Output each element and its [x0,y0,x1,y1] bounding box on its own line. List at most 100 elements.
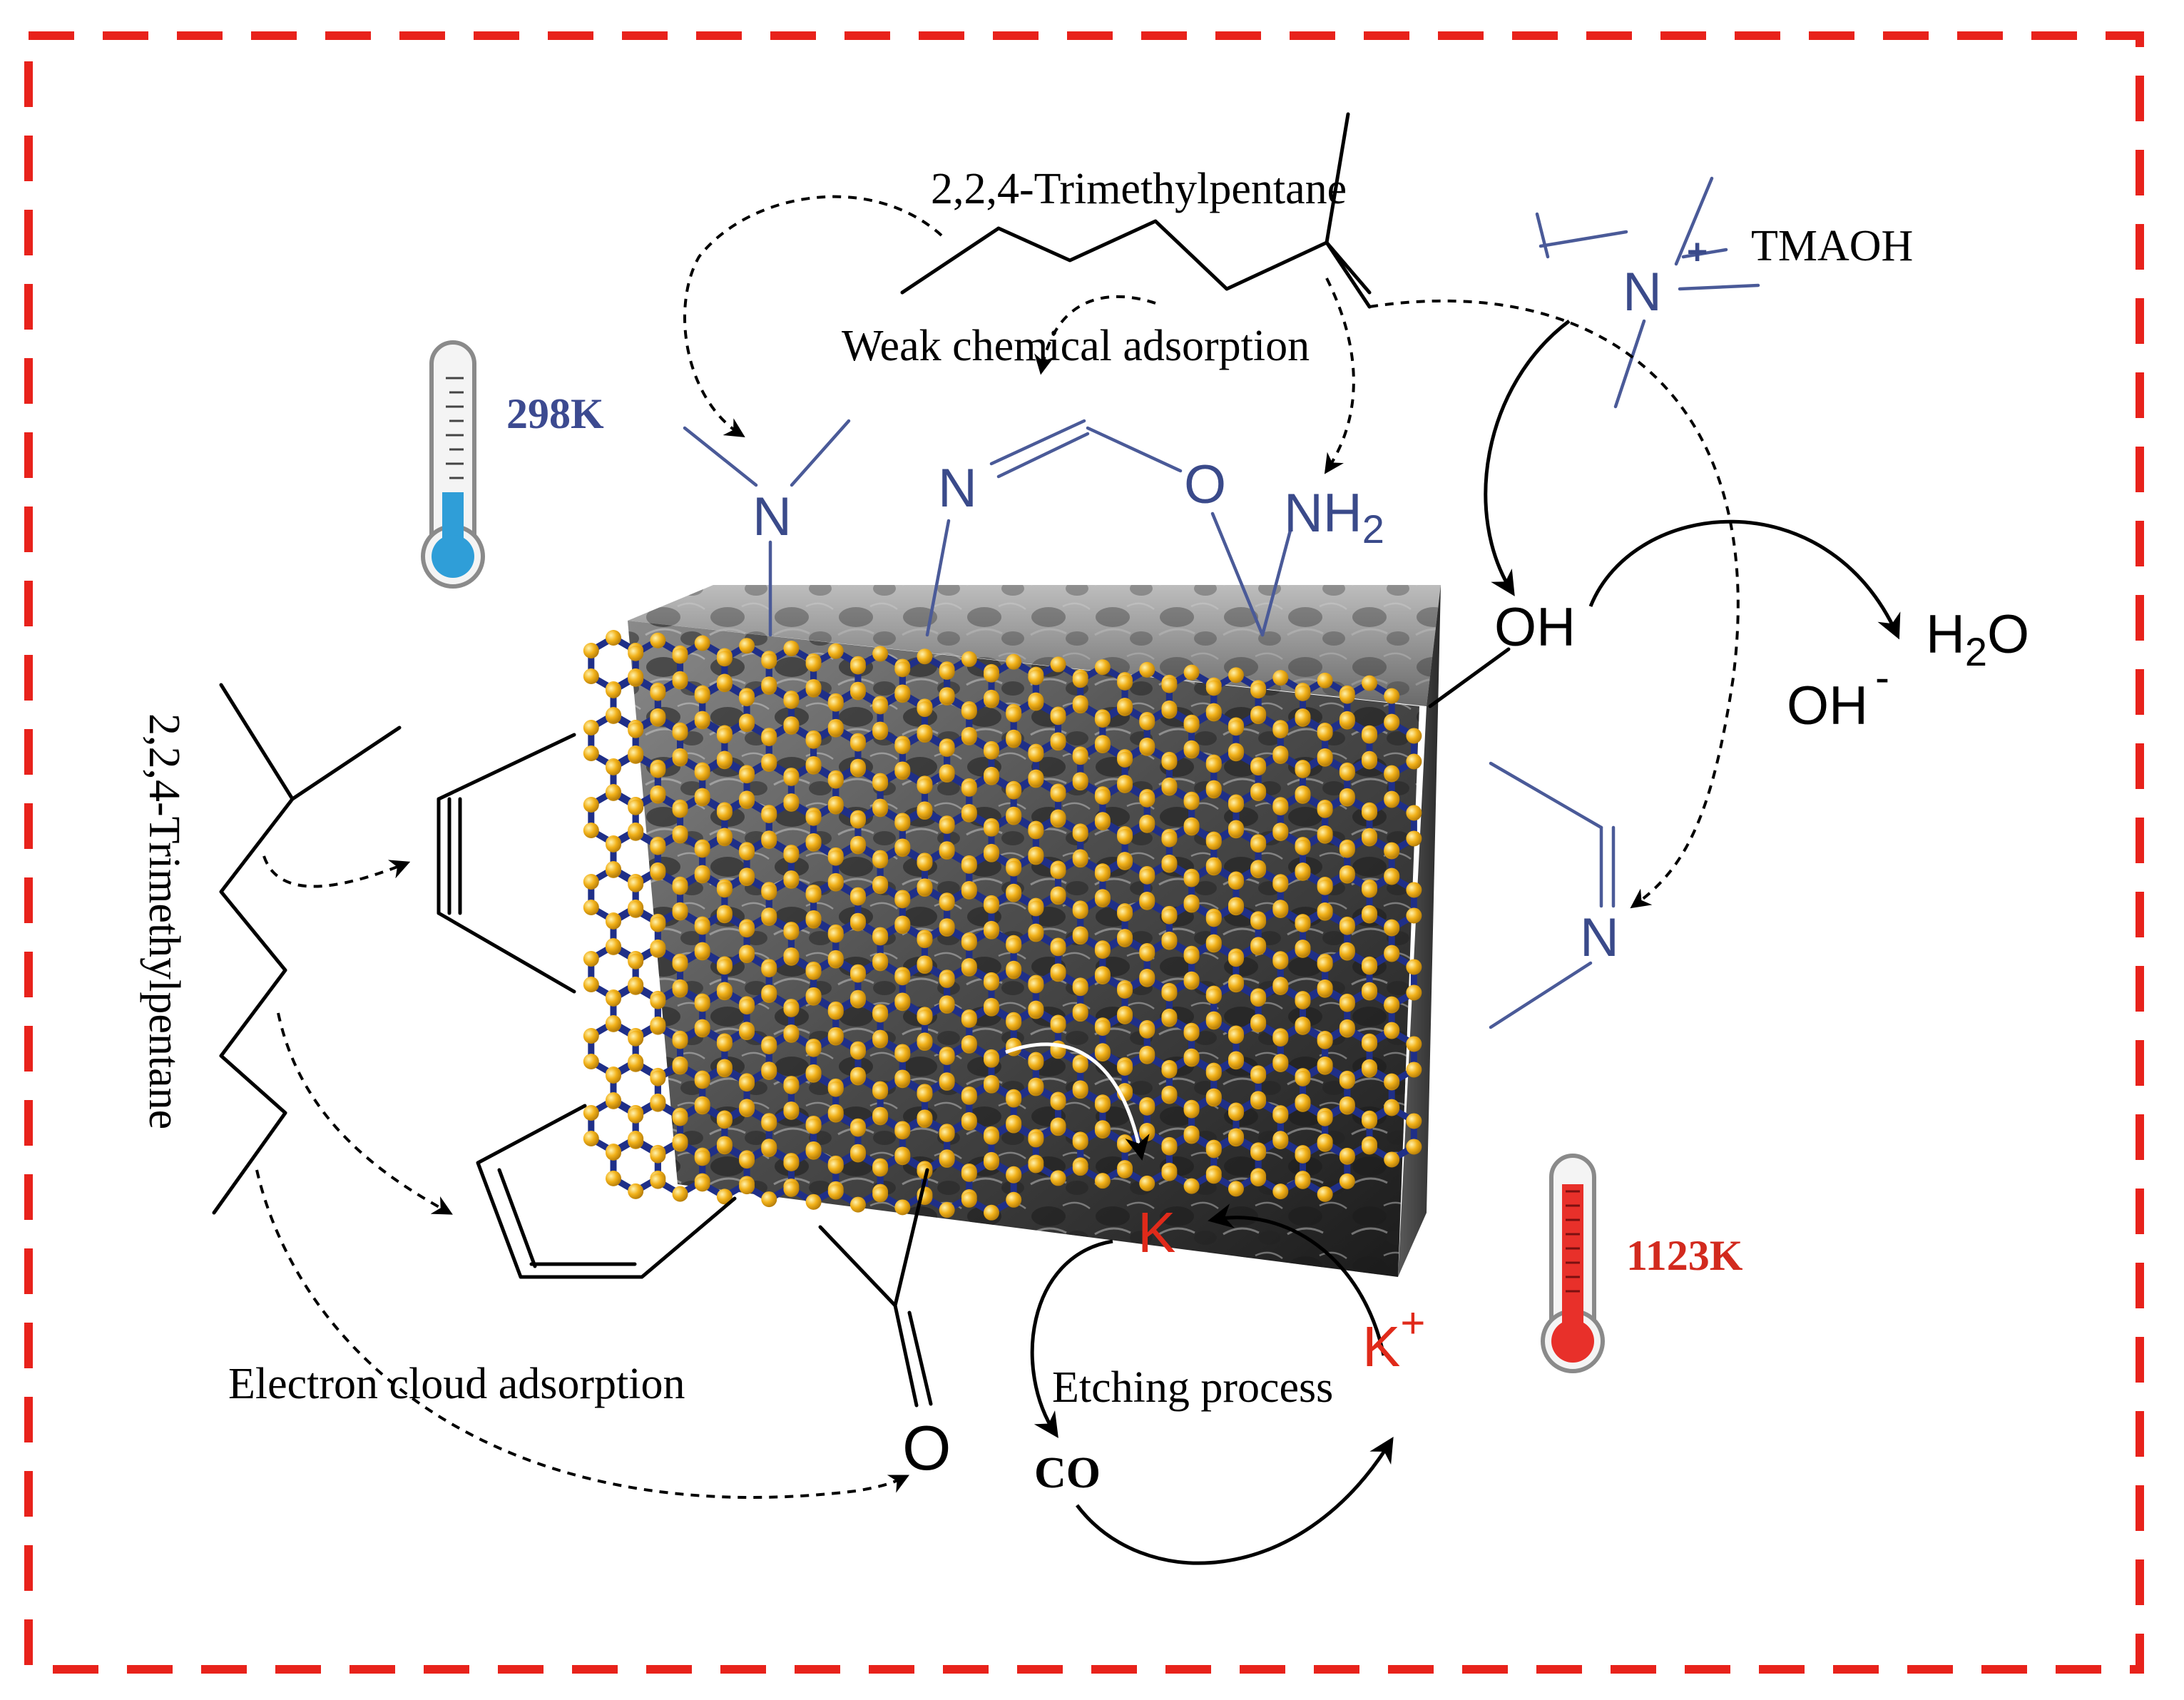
lattice-atom [606,861,621,877]
lattice-atom [1161,1009,1178,1026]
lattice-atom [672,826,688,843]
lattice-atom [1317,672,1333,688]
lattice-atom [805,810,822,826]
lattice-atom [628,1183,644,1199]
lattice-atom [961,1113,977,1129]
lattice-atom [1205,757,1222,773]
lattice-atom [606,682,621,698]
lattice-atom [1228,821,1244,838]
lattice-atom [1117,930,1133,947]
lattice-atom [1006,1014,1022,1031]
lattice-atom [894,892,911,909]
lattice-atom [805,1041,822,1057]
lattice-atom [761,832,777,848]
hydroxide-ion: OH- [1787,653,1889,736]
lattice-atom [1362,959,1378,975]
temp-low-label: 298K [506,390,604,437]
lattice-atom [872,723,889,739]
lattice-atom [849,914,866,930]
lattice-atom [939,765,955,782]
lattice-atom [1317,1134,1333,1151]
lattice-atom [1072,1134,1088,1151]
lattice-atom [894,1199,911,1216]
lattice-atom [1072,773,1088,790]
lattice-atom [1272,670,1289,686]
lattice-atom [961,780,977,797]
lattice-atom [1362,906,1378,922]
lattice-atom [739,922,755,938]
lattice-atom [1406,907,1422,924]
lattice-atom [961,1166,977,1182]
lattice-atom [849,1196,866,1213]
lattice-atom [650,762,666,778]
lattice-atom [694,712,710,728]
lattice-atom [1317,826,1333,843]
lattice-atom [583,668,599,684]
lattice-atom [694,1020,710,1037]
electron-cloud-label: Electron cloud adsorption [228,1360,685,1408]
solid-reaction-arrows [1005,320,1901,1565]
pyridinic-n-bonds [1489,761,1616,1029]
lattice-atom [1006,1116,1022,1132]
lattice-atom [1072,696,1088,713]
lattice-atom [805,887,822,903]
lattice-atom [1384,842,1400,858]
imine-n: N [938,458,977,519]
lattice-atom [1228,1052,1244,1069]
lattice-atom [628,722,644,738]
lattice-atom [583,1131,599,1146]
lattice-atom [1139,815,1155,832]
lattice-atom [650,685,666,701]
lattice-atom [1094,866,1111,882]
dashed-border [24,31,2144,1674]
lattice-atom [694,1150,710,1166]
lattice-atom [1362,1113,1378,1129]
lattice-atom [827,773,844,789]
lattice-atom [1317,1110,1333,1126]
lattice-atom [606,707,621,723]
lattice-atom [1050,940,1066,957]
lattice-atom [583,1105,599,1121]
lattice-atom [1205,858,1222,875]
lattice-atom [917,778,933,795]
lattice-atom [961,1036,977,1052]
lattice-atom [1139,868,1155,885]
surface-oh: OH [1494,597,1576,658]
lattice-atom [872,852,889,869]
lattice-atom [917,1164,933,1180]
lattice-atom [761,755,777,771]
lattice-atom [1028,823,1044,840]
lattice-atom [1228,744,1244,760]
lattice-atom [628,1054,644,1071]
lattice-atom [894,994,911,1010]
lattice-atom [939,1151,955,1167]
lattice-atom [1272,1107,1289,1124]
lattice-atom [849,837,866,853]
lattice-atom [628,799,644,815]
lattice-atom [1117,1162,1133,1179]
lattice-atom [805,834,822,850]
thermometer-cold-icon [421,340,485,589]
lattice-atom [849,760,866,776]
lattice-atom [1362,752,1378,768]
lattice-atom [583,874,599,890]
lattice-atom [1161,754,1178,770]
lattice-atom [606,836,621,852]
lattice-atom [805,988,822,1004]
lattice-atom [1339,1097,1355,1114]
lattice-atom [694,765,710,781]
lattice-atom [1339,1173,1355,1189]
lattice-atom [739,638,755,654]
lattice-atom [1250,760,1267,776]
lattice-atom [1205,1065,1222,1081]
lattice-atom [783,1025,800,1042]
lattice-atom [1362,983,1378,999]
lattice-atom [961,728,977,744]
lattice-atom [1050,709,1066,726]
lattice-atom [894,1047,911,1063]
lattice-atom [694,866,710,882]
lattice-atom [1006,962,1022,978]
lattice-atom [739,691,755,707]
lattice-atom [1161,677,1178,693]
lattice-atom [694,943,710,960]
